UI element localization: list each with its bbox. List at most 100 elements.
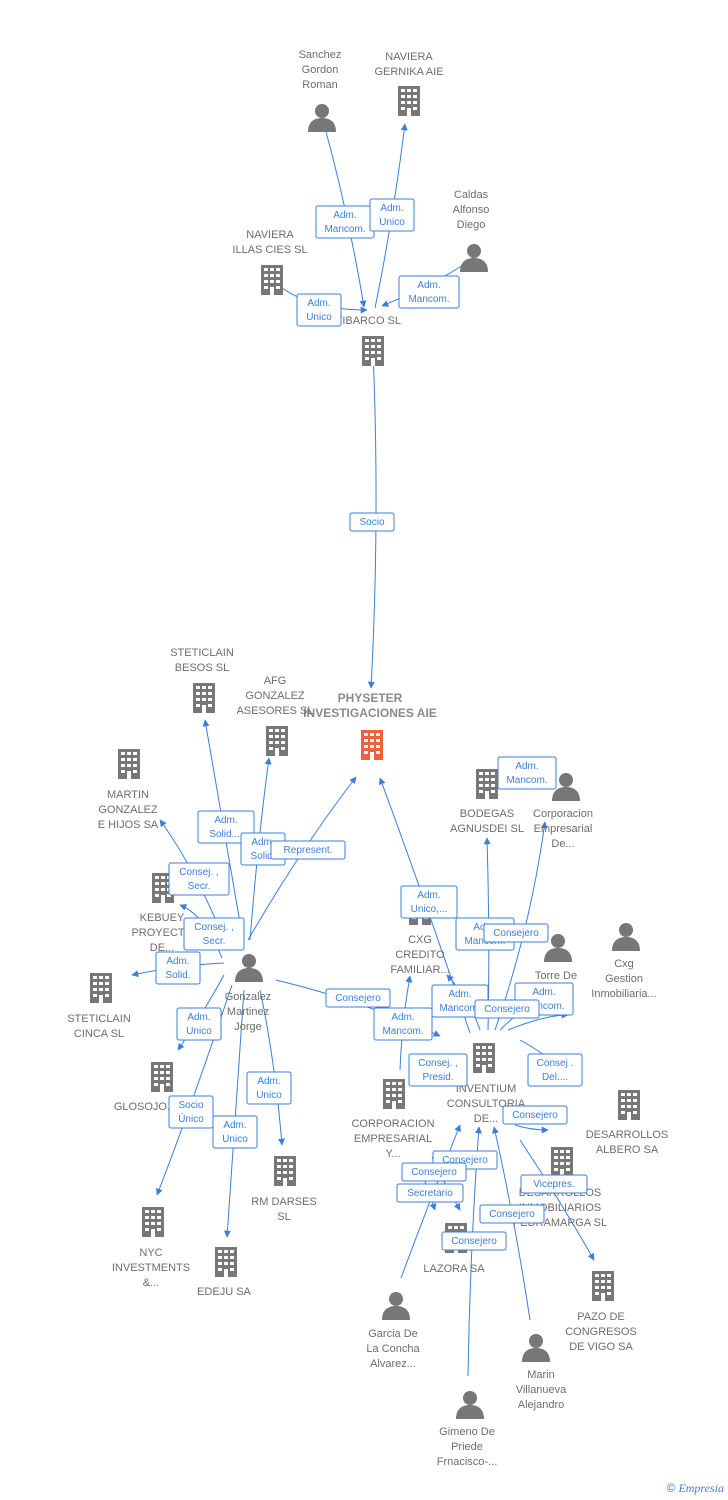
relation-badge[interactable]: Secretario: [396, 1183, 464, 1203]
relation-badge[interactable]: Adm.Unico: [296, 293, 342, 327]
relation-badge[interactable]: Adm.Mancom.: [398, 275, 460, 309]
badge-label: Adm.: [223, 1120, 246, 1131]
relation-badge[interactable]: Adm.Mancom.: [315, 205, 375, 239]
node-label: GERNIKA AIE: [374, 66, 443, 78]
node-corp-empresarial-de[interactable]: CorporacionEmpresarialDe...: [533, 773, 593, 850]
building-icon: [151, 1062, 173, 1092]
relation-badge[interactable]: Consejero: [401, 1162, 467, 1182]
relation-badge[interactable]: Consejero: [483, 923, 549, 943]
node-glosojo[interactable]: GLOSOJO...: [114, 1062, 176, 1113]
relation-badge[interactable]: Adm. Unico: [246, 1071, 292, 1105]
badge-label: Solid.: [165, 970, 190, 981]
badge-box: [176, 1007, 222, 1041]
node-label: &...: [143, 1277, 160, 1289]
badge-label: Consej. ,: [179, 867, 218, 878]
relation-badge[interactable]: Consej. ,Secr.: [183, 917, 245, 951]
node-label: BESOS SL: [175, 662, 229, 674]
relation-badge[interactable]: Consej .Del....: [527, 1053, 583, 1087]
relation-badge[interactable]: Represent.: [270, 840, 346, 860]
badge-label: Adm.: [307, 298, 330, 309]
relation-badge[interactable]: Adm.Solid....: [197, 810, 255, 844]
badge-label: Presid.: [422, 1072, 453, 1083]
badge-label: Vicepres.: [533, 1179, 575, 1190]
building-icon: [592, 1271, 614, 1301]
badge-box: [168, 862, 230, 896]
badge-box: [401, 1162, 467, 1182]
node-label: Torre De: [535, 970, 577, 982]
badge-label: Consej. ,: [418, 1058, 457, 1069]
badge-box: [296, 293, 342, 327]
node-label: Caldas: [454, 189, 489, 201]
relation-badge[interactable]: Consejero: [474, 999, 540, 1019]
building-icon: [383, 1079, 405, 1109]
badge-label: Secretario: [407, 1188, 453, 1199]
relation-badge[interactable]: Vicepres.: [520, 1174, 588, 1194]
relation-badge[interactable]: Consejero: [502, 1105, 568, 1125]
person-icon: [382, 1292, 410, 1320]
badge-box: [373, 1007, 433, 1041]
relation-badge[interactable]: Adm.Unico: [212, 1115, 258, 1149]
badge-label: Adm.: [417, 280, 440, 291]
relation-badge[interactable]: Consejero: [325, 988, 391, 1008]
relation-badge[interactable]: Adm.Solid.: [155, 951, 201, 985]
node-label: E HIJOS SA: [98, 819, 159, 831]
building-icon: [551, 1147, 573, 1177]
relation-badge[interactable]: Adm.Mancom.: [431, 984, 489, 1018]
node-label: Empresarial: [534, 823, 593, 835]
node-cxg-gestion[interactable]: CxgGestionInmobiliaria...: [591, 923, 657, 1000]
node-edeju[interactable]: EDEJU SA: [197, 1247, 252, 1298]
relation-badge[interactable]: Socio: [349, 512, 395, 532]
relation-badge[interactable]: Consej. ,Secr.: [168, 862, 230, 896]
relation-badge[interactable]: Consejero: [479, 1204, 545, 1224]
node-label: VIBARCO SL: [335, 315, 401, 327]
badge-label: Unico,...: [411, 904, 448, 915]
relation-badge[interactable]: Adm.Unico: [176, 1007, 222, 1041]
relation-badge[interactable]: Adm.Unico: [369, 198, 415, 232]
badge-label: Represent.: [284, 845, 333, 856]
node-label: Sanchez: [299, 49, 342, 61]
relation-badge[interactable]: Adm.Unico,...: [400, 885, 458, 919]
relation-badge[interactable]: Consej. , Presid.: [408, 1053, 468, 1087]
node-kebuey[interactable]: KEBUEYPROYECT...DE...: [131, 873, 193, 954]
badge-label: Consejero: [451, 1236, 497, 1247]
node-gimeno[interactable]: Gimeno DePriedeFrnacisco-...: [437, 1391, 498, 1468]
badge-label: Consejero: [493, 928, 539, 939]
badge-label: Adm.: [257, 1076, 280, 1087]
node-label: CINCA SL: [74, 1028, 124, 1040]
badge-label: Adm.: [214, 815, 237, 826]
node-cxg-credito[interactable]: CXGCREDITOFAMILIAR...: [390, 895, 450, 976]
badge-box: [369, 198, 415, 232]
person-icon: [308, 104, 336, 132]
badge-label: Unico: [256, 1090, 282, 1101]
relation-badge[interactable]: Adm.Mancom.: [373, 1007, 433, 1041]
badge-box: [474, 999, 540, 1019]
node-nyc[interactable]: NYCINVESTMENTS&...: [112, 1207, 190, 1289]
node-label: PROYECT...: [131, 927, 192, 939]
node-vibarco[interactable]: VIBARCO SL: [335, 315, 401, 366]
relation-badge[interactable]: Consejero: [441, 1231, 507, 1251]
node-lazora[interactable]: LAZORA SA: [423, 1223, 485, 1275]
node-label: BODEGAS: [460, 808, 514, 820]
relation-badge[interactable]: Adm.Mancom.: [497, 756, 557, 790]
node-label: Alejandro: [518, 1399, 564, 1411]
brand-footer: ©Empresia: [667, 1481, 724, 1496]
badge-label: Del....: [542, 1072, 568, 1083]
node-corp-empresarial-y[interactable]: CORPORACIONEMPRESARIALY...: [351, 1079, 435, 1160]
